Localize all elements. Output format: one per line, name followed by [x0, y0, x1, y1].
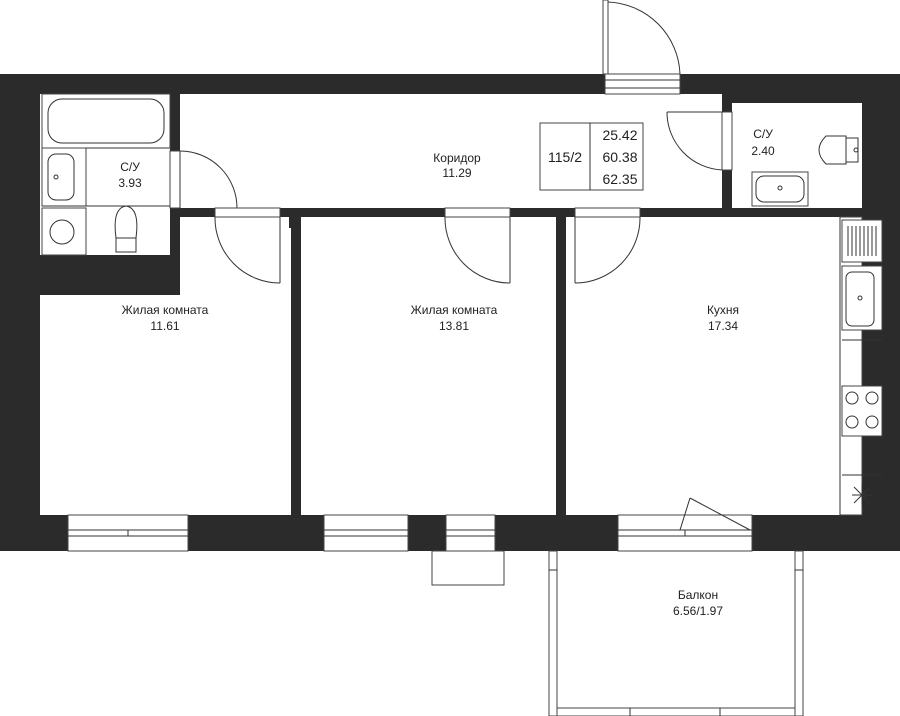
bathroom-left-name: С/У — [120, 160, 140, 174]
living-room-1-area: 11.61 — [150, 319, 179, 333]
walls — [0, 74, 900, 551]
living-room-2-area: 13.81 — [439, 319, 469, 333]
apartment-area-total: 60.38 — [602, 149, 637, 165]
kitchen-fixtures — [839, 216, 883, 516]
living-room-1-name: Жилая комната — [122, 303, 209, 317]
bathroom-right-area: 2.40 — [751, 144, 775, 158]
windows — [67, 497, 753, 586]
kitchen-name: Кухня — [707, 303, 739, 317]
living-room-2-name: Жилая комната — [411, 303, 498, 317]
corridor-area: 11.29 — [442, 166, 471, 180]
kitchen-area: 17.34 — [708, 319, 738, 333]
apartment-area-living: 25.42 — [602, 127, 637, 143]
bathroom-right-fixtures — [751, 135, 859, 207]
bathroom-left-area: 3.93 — [118, 176, 142, 190]
balcony-name: Балкон — [678, 588, 718, 602]
doors — [169, 0, 733, 284]
apartment-info-box: 115/2 25.42 60.38 62.35 — [539, 122, 644, 191]
corridor-name: Коридор — [433, 151, 481, 165]
bathroom-right-name: С/У — [753, 127, 773, 141]
apartment-number: 115/2 — [548, 149, 582, 165]
bathroom-left-fixtures — [41, 93, 171, 256]
apartment-area-full: 62.35 — [602, 171, 637, 187]
balcony-area: 6.56/1.97 — [673, 604, 723, 618]
room-labels: С/У 3.93 Коридор 11.29 С/У 2.40 Жилая ко… — [118, 127, 775, 618]
balcony-structure — [548, 550, 804, 716]
